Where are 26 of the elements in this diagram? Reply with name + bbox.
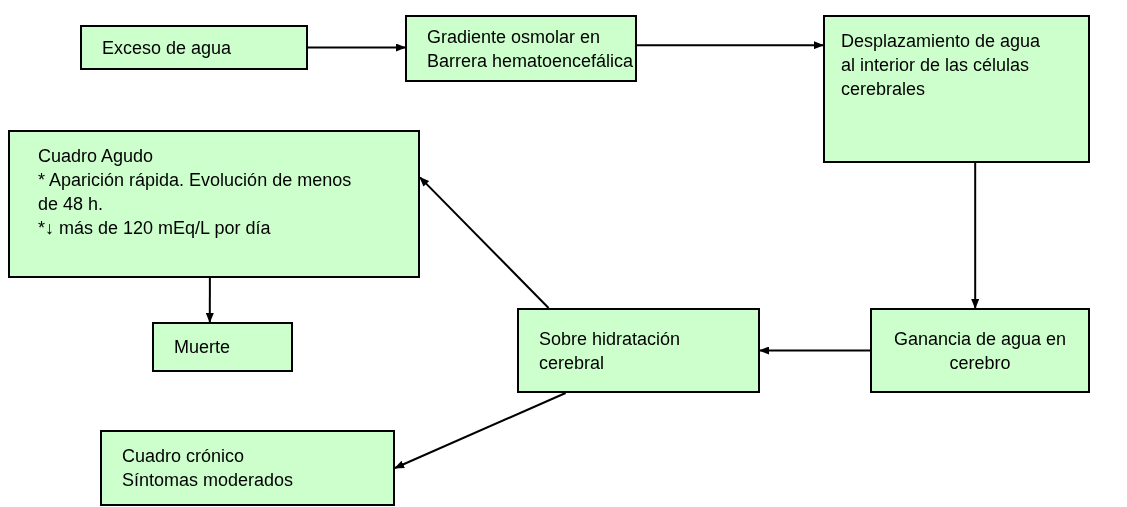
arrow bbox=[419, 176, 550, 309]
process-box bbox=[80, 25, 308, 70]
box-text: *↓ más de 120 mEq/L por día bbox=[38, 217, 272, 240]
process-box bbox=[517, 308, 760, 393]
arrow bbox=[394, 392, 567, 469]
arrow bbox=[759, 346, 871, 355]
box-text: Sobre hidratación cerebral bbox=[539, 327, 682, 375]
box-text: Cuadro Agudo bbox=[38, 145, 155, 168]
box-text: Síntomas moderados bbox=[122, 469, 295, 492]
process-box bbox=[823, 15, 1090, 163]
arrow bbox=[205, 277, 214, 323]
process-box bbox=[100, 430, 395, 506]
arrow bbox=[971, 162, 980, 309]
process-box bbox=[870, 308, 1090, 393]
box-text: Cuadro crónico bbox=[122, 445, 246, 468]
box-text: Gradiente osmolar en Barrera hematoencefálica bbox=[427, 25, 635, 73]
box-text: Desplazamiento de agua al interior de las células cerebrales bbox=[841, 30, 1042, 101]
process-box bbox=[8, 130, 420, 278]
box-text: Exceso de agua bbox=[102, 36, 233, 60]
arrow bbox=[636, 41, 824, 50]
process-box bbox=[405, 15, 637, 82]
box-text: Ganancia de agua en cerebro bbox=[892, 327, 1068, 375]
box-text: Muerte bbox=[174, 336, 232, 359]
box-text: * Aparición rápida. Evolución de menos de 48 h. bbox=[38, 169, 353, 216]
arrow bbox=[307, 43, 406, 52]
process-box bbox=[152, 322, 293, 372]
